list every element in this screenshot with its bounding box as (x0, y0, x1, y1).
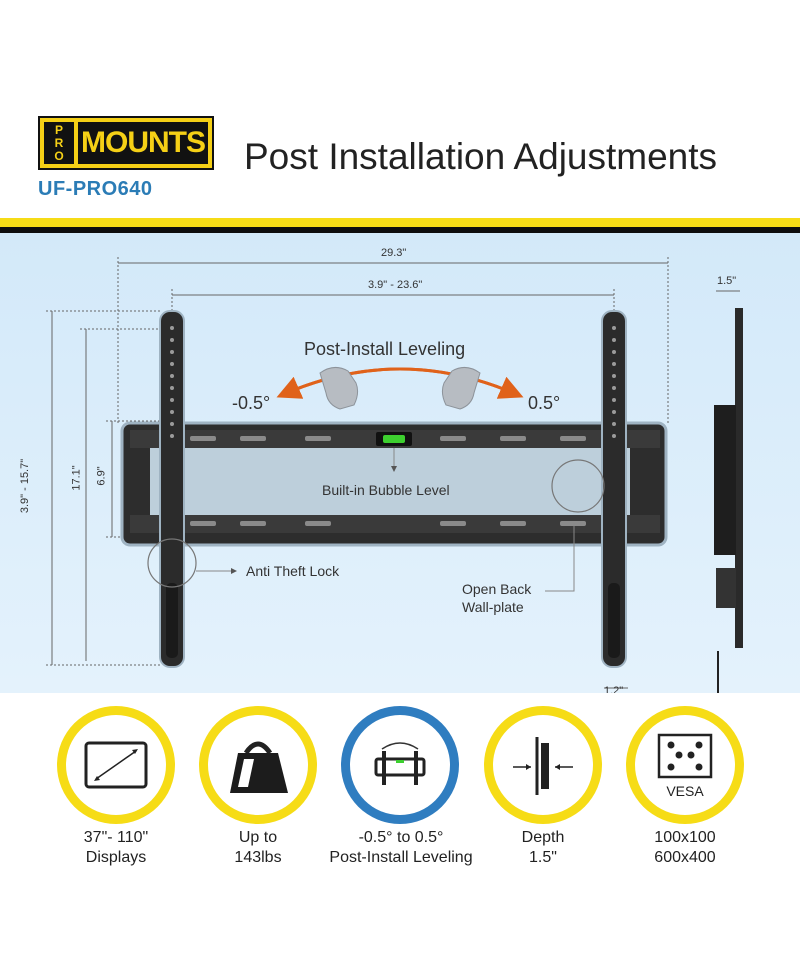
weight-icon (230, 741, 288, 793)
feature-line1: Depth (521, 829, 565, 846)
feature-line2: Post-Install Leveling (329, 849, 473, 866)
feature-line1: 100x100 (654, 829, 716, 846)
feature-line2: 143lbs (234, 849, 282, 866)
feature-caption-displays: 37"- 110" Displays (41, 828, 191, 868)
open-back-label-1: Open Back (462, 581, 532, 597)
feature-caption-depth: Depth 1.5" (468, 828, 618, 868)
feature-badge-depth (484, 706, 602, 824)
vesa-icon (657, 733, 713, 779)
model-number: UF-PRO640 (38, 178, 153, 200)
feature-line2: 1.5" (529, 849, 557, 866)
page-title: Post Installation Adjustments (244, 136, 718, 177)
dim-plate-height: 6.9" (95, 466, 108, 486)
feature-badge-displays (57, 706, 175, 824)
diagram-panel: 29.3" 3.9" - 23.6" 1.5" 3.9" - 15.7" 17.… (0, 233, 800, 697)
feature-caption-vesa: 100x100 600x400 (610, 828, 760, 868)
dim-height: 17.1" (70, 465, 83, 491)
hands-icon (319, 367, 481, 410)
features-row: 37"- 110" Displays Up to 143lbs -0 (0, 693, 800, 893)
feature-badge-vesa: VESA (626, 706, 744, 824)
dim-overall-width: 29.3" (381, 247, 407, 259)
tv-size-icon (84, 741, 148, 789)
feature-caption-leveling: -0.5° to 0.5° Post-Install Leveling (321, 828, 481, 868)
vesa-badge-text: VESA (666, 783, 704, 799)
open-back-label-2: Wall-plate (462, 599, 524, 615)
logo-mounts-wordmark: MOUNTS (78, 122, 208, 164)
feature-line1: 37"- 110" (83, 829, 149, 846)
angle-right: 0.5° (528, 393, 561, 413)
feature-caption-weight: Up to 143lbs (183, 828, 333, 868)
mount-diagram (46, 257, 743, 693)
dim-side-depth: 1.5" (717, 275, 737, 287)
mount-arms (159, 310, 627, 668)
open-back-callout (551, 459, 605, 513)
feature-line1: -0.5° to 0.5° (358, 829, 444, 846)
tilt-level-icon (374, 742, 426, 785)
depth-icon (513, 737, 573, 795)
side-profile (714, 308, 743, 693)
feature-badge-weight (199, 706, 317, 824)
bubble-level-label: Built-in Bubble Level (322, 482, 450, 498)
feature-line2: 600x400 (654, 849, 716, 866)
feature-line1: Up to (238, 829, 278, 846)
feature-badge-leveling (341, 706, 459, 824)
leveling-title: Post-Install Leveling (304, 339, 466, 359)
anti-theft-label: Anti Theft Lock (246, 563, 340, 579)
angle-left: -0.5° (232, 393, 271, 413)
wall-plate (120, 421, 668, 547)
yellow-stripe (0, 218, 800, 227)
dimension-lines (46, 257, 740, 689)
anti-theft-callout (147, 538, 197, 588)
header (0, 0, 800, 220)
black-stripe (0, 227, 800, 233)
feature-line2: Displays (85, 849, 147, 866)
dim-vertical-range: 3.9" - 15.7" (19, 458, 32, 514)
dim-stud-spacing: 3.9" - 23.6" (368, 279, 423, 291)
